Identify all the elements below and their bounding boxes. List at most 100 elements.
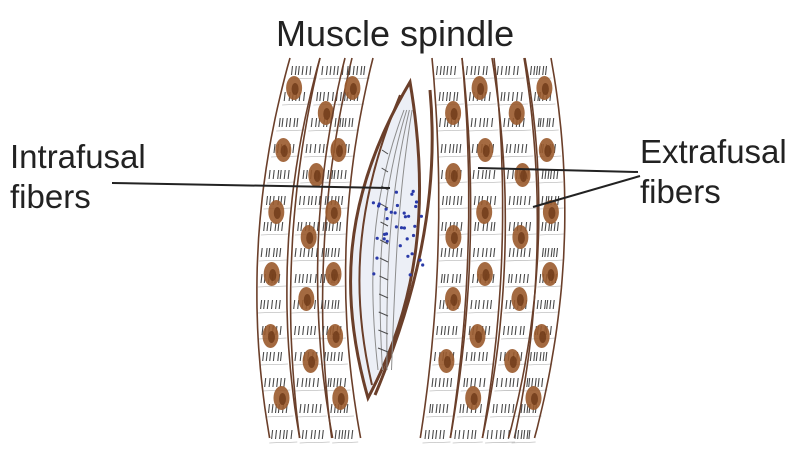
striation-mark <box>315 144 316 153</box>
striation-mark <box>509 404 510 413</box>
nuclear-bag-dot <box>410 193 413 196</box>
striation-mark <box>530 222 531 231</box>
striation-mark <box>325 300 326 309</box>
striation-mark <box>461 248 462 257</box>
striation-mark <box>471 300 472 309</box>
striation-mark <box>331 404 332 413</box>
striation-mark <box>349 118 350 127</box>
striation-mark <box>443 378 444 387</box>
striation-mark <box>466 66 467 75</box>
striation-mark <box>486 248 487 257</box>
striation-mark <box>265 378 266 387</box>
striation-mark <box>295 248 296 257</box>
striation-mark <box>514 196 515 205</box>
striation-mark <box>534 352 535 361</box>
nucleus-core <box>331 207 338 219</box>
nucleus-core <box>477 83 484 95</box>
striation-mark <box>295 274 296 283</box>
intrafusal-leader-line <box>112 183 390 188</box>
band-line <box>426 416 454 417</box>
striation-mark <box>294 118 295 127</box>
striation-mark <box>483 66 484 75</box>
striation-mark <box>322 248 323 257</box>
striation-mark <box>474 248 475 257</box>
striation-mark <box>537 66 538 75</box>
striation-mark <box>489 326 490 335</box>
nucleus-core <box>451 232 458 244</box>
band-line <box>332 442 358 443</box>
striation-mark <box>312 404 313 413</box>
nucleus-core <box>531 393 538 405</box>
striation-mark <box>326 248 327 257</box>
nuclear-bag-dot <box>395 225 398 228</box>
striation-mark <box>456 144 457 153</box>
striation-mark <box>341 352 342 361</box>
striation-mark <box>506 144 507 153</box>
striation-mark <box>554 170 555 179</box>
striation-mark <box>517 66 518 75</box>
striation-mark <box>443 92 444 101</box>
striation-mark <box>500 352 501 361</box>
striation-mark <box>482 248 483 257</box>
striation-mark <box>302 378 303 387</box>
striation-mark <box>324 274 325 283</box>
striation-mark <box>530 352 531 361</box>
band-line <box>282 104 310 105</box>
striation-mark <box>273 248 274 257</box>
striation-mark <box>485 326 486 335</box>
extrafusal-fibers-label: Extrafusal fibers <box>640 132 787 212</box>
striation-mark <box>335 300 336 309</box>
striation-mark <box>306 66 307 75</box>
striation-mark <box>280 326 281 335</box>
striation-mark <box>352 430 353 439</box>
striation-mark <box>504 118 505 127</box>
striation-mark <box>445 326 446 335</box>
band-line <box>439 156 467 157</box>
striation-mark <box>442 222 443 231</box>
nuclear-bag-dot <box>419 259 422 262</box>
striation-mark <box>270 352 271 361</box>
striation-mark <box>300 196 301 205</box>
striation-mark <box>512 326 513 335</box>
striation-mark <box>338 170 339 179</box>
striation-mark <box>551 170 552 179</box>
striation-mark <box>309 378 310 387</box>
band-line <box>512 442 536 443</box>
striation-mark <box>282 118 283 127</box>
striation-mark <box>460 404 461 413</box>
striation-mark <box>493 274 494 283</box>
striation-mark <box>490 196 491 205</box>
striation-mark <box>504 326 505 335</box>
band-line <box>457 416 487 417</box>
striation-mark <box>441 274 442 283</box>
striation-mark <box>448 326 449 335</box>
striation-mark <box>513 404 514 413</box>
striation-mark <box>276 430 277 439</box>
striation-mark <box>274 144 275 153</box>
band-line <box>494 78 524 79</box>
striation-mark <box>557 248 558 257</box>
nuclear-bag-dot <box>404 215 407 218</box>
striation-mark <box>510 378 511 387</box>
nuclear-bag-dot <box>407 215 410 218</box>
striation-mark <box>311 326 312 335</box>
band-line <box>438 130 466 131</box>
striation-mark <box>284 378 285 387</box>
striation-mark <box>549 118 550 127</box>
striation-mark <box>334 378 335 387</box>
striation-mark <box>486 66 487 75</box>
striation-mark <box>302 66 303 75</box>
nucleus-core <box>548 207 555 219</box>
striation-mark <box>270 222 271 231</box>
nuclear-bag-dot <box>421 263 424 266</box>
striation-mark <box>342 118 343 127</box>
striation-mark <box>449 248 450 257</box>
striation-mark <box>436 404 437 413</box>
nucleus-core <box>304 294 311 306</box>
striation-mark <box>328 92 329 101</box>
striation-mark <box>323 144 324 153</box>
striation-mark <box>486 170 487 179</box>
striation-mark <box>535 92 536 101</box>
striation-mark <box>298 66 299 75</box>
striation-mark <box>529 430 530 439</box>
